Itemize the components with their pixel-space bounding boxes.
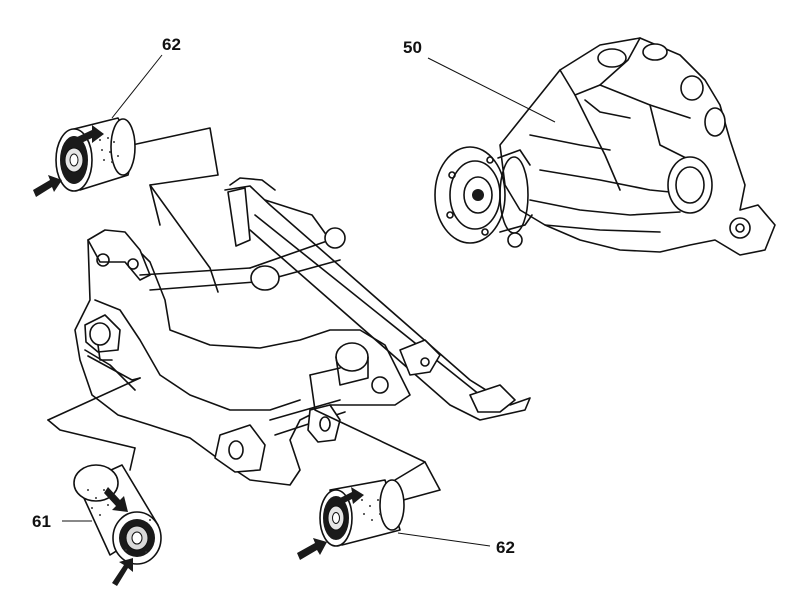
bushing-62-bottom-right [319,479,405,547]
bushing-61-bottom-left [73,464,162,565]
assembly-path-top-left [131,127,219,293]
press-arrow-icon [297,487,364,560]
assembly-path-bottom-left [47,355,141,471]
callout-50-differential: 50 [403,38,422,57]
leader-line [397,532,491,547]
rear-axle-subframe [74,177,531,486]
callout-62-bottom-right: 62 [496,538,515,557]
press-arrow-icon [104,487,133,586]
press-arrow-icon [33,125,104,197]
callout-62-top-left: 62 [162,35,181,54]
leader-line [427,57,556,123]
callout-61-bottom-left: 61 [32,512,51,531]
assembly-path-bottom-right [309,367,441,506]
leader-line [111,54,163,119]
rear-differential [434,37,776,256]
